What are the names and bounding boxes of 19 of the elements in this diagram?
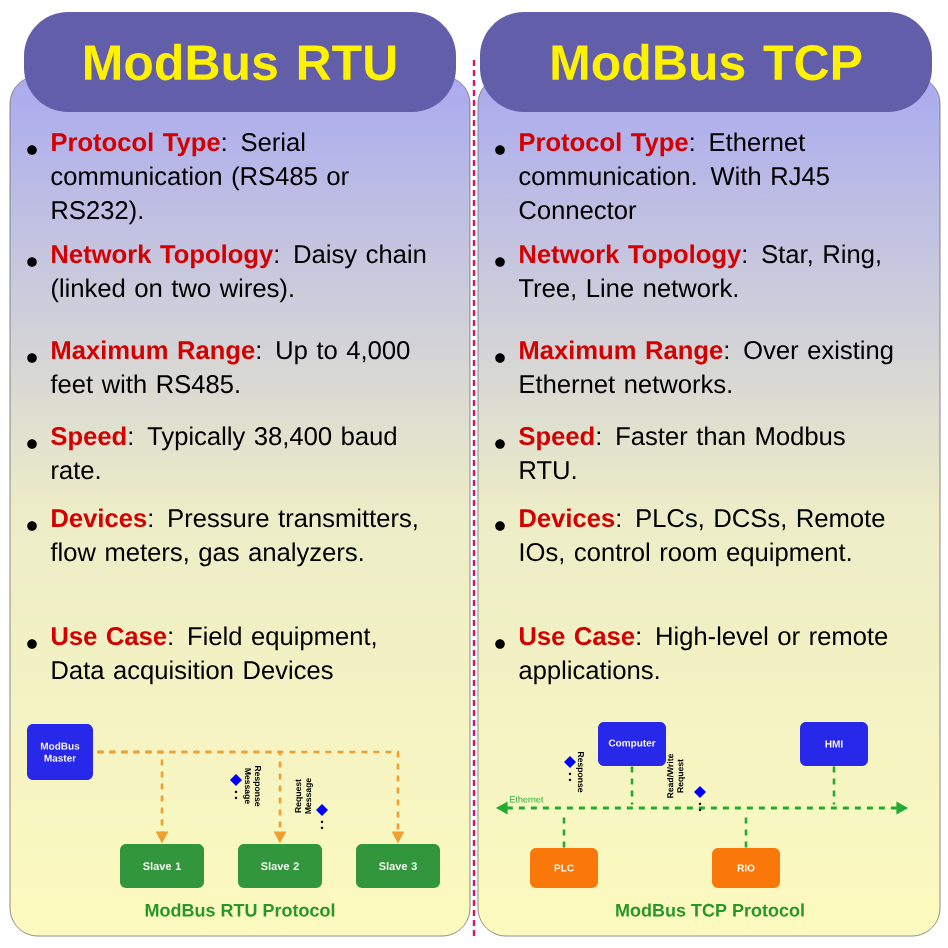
connector <box>744 811 748 848</box>
bullet-text: Network Topology: Daisy chain (linked on two wires). <box>52 244 426 303</box>
header-pill: ModBus RTU <box>24 12 456 112</box>
connector <box>832 766 836 805</box>
diagram-caption: ModBus RTU Protocol <box>145 903 335 917</box>
bullet-text: Maximum Range: Up to 4,000 feet with RS485. <box>50 340 410 394</box>
bullet-text: Maximum Range: Over existing Ethernet networks. <box>520 340 893 394</box>
bullet-text: Devices: PLCs, DCSs, Remote IOs, control room equipment. <box>520 508 885 567</box>
bullet-text: Devices: Pressure transmitters, flow meters, gas analyzers. <box>50 508 417 567</box>
bullet-text: Network Topology: Star, Ring, Tree, Line network. <box>518 244 880 301</box>
bullet-text: Protocol Type: Ethernet communication. With RJ45 Connector <box>519 132 829 220</box>
bullet-text: Use Case: Field equipment, Data acquisition Devices <box>51 626 376 685</box>
bullet-text: Use Case: High-level or remote applications. <box>519 626 888 685</box>
header-pill: ModBus TCP <box>480 12 932 112</box>
bullet-text: Speed: Faster than Modbus RTU. <box>519 426 845 480</box>
diagram-caption: ModBus TCP Protocol <box>616 903 804 917</box>
connector <box>562 811 566 848</box>
connector <box>630 766 634 805</box>
bullet-text: Speed: Typically 38,400 baud rate. <box>51 426 396 480</box>
